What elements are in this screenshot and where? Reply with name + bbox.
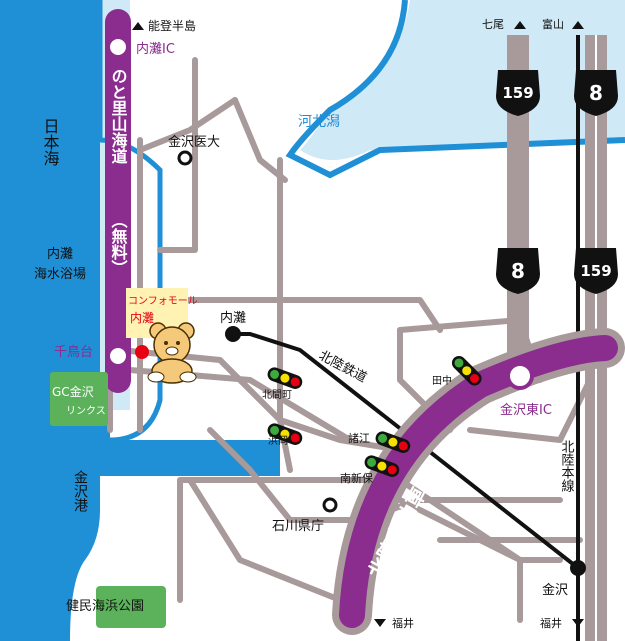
lake-shoreline <box>285 0 625 179</box>
kahokugata-lake <box>130 0 625 160</box>
label-chidoridai: 千鳥台 <box>54 345 93 360</box>
route-8-shield-south: 8 <box>496 248 540 294</box>
label-mall-line2: 内灘 <box>130 311 154 325</box>
kanazawa-med-marker <box>177 150 193 166</box>
golf-course-area <box>50 372 108 426</box>
arrow-down-fukui-1 <box>374 619 386 627</box>
road-med-2 <box>232 97 288 183</box>
label-mall-line1: コンフォモール <box>128 296 198 307</box>
road-south-1 <box>177 477 523 603</box>
label-port: 金沢港 <box>72 470 88 512</box>
arrow-up-toyama <box>572 21 584 29</box>
label-kanazawa-higashi-ic: 金沢東IC <box>500 402 552 418</box>
road-south-3 <box>187 477 343 603</box>
label-beach-line1: 内灘 <box>47 246 73 262</box>
uchinada-ic-marker <box>106 35 130 59</box>
label-beach-line2: 海水浴場 <box>34 267 86 282</box>
label-nanao: 七尾 <box>482 18 504 31</box>
label-uchinada-ic: 内灘IC <box>136 41 175 57</box>
hokuriku-expressway-fill <box>339 335 618 628</box>
hokuriku-railway-line <box>233 332 580 570</box>
traffic-light-tanaka <box>451 355 482 386</box>
kanazawa-higashi-ic-marker <box>506 362 534 390</box>
label-fukui-1: 福井 <box>392 616 414 630</box>
svg-text:159: 159 <box>502 84 533 102</box>
label-prefectural-office: 石川県庁 <box>272 519 324 534</box>
label-tanaka: 田中 <box>432 374 452 387</box>
label-kitamamachi: 北間町 <box>262 389 292 401</box>
label-noto-hanto: 能登半島 <box>148 18 196 33</box>
label-toyama: 富山 <box>542 17 564 31</box>
traffic-light-kitamamachi <box>267 367 303 389</box>
road-med <box>137 97 238 153</box>
traffic-light-minami-shinbo <box>364 455 400 477</box>
route-8-shield-north: 8 <box>574 70 618 116</box>
arrow-up-noto <box>132 22 144 30</box>
label-golf-line1: GC金沢 <box>52 384 94 399</box>
label-park: 健民海浜公園 <box>66 599 144 614</box>
arrow-down-fukui-2 <box>572 619 584 627</box>
road-south-2 <box>207 427 293 523</box>
label-kanazawa-station: 金沢 <box>542 582 568 598</box>
label-muryo: （無料） <box>109 212 128 276</box>
arrow-up-nanao <box>514 21 526 29</box>
label-noto-satoyama-kaido: のと里山海道 <box>109 68 128 164</box>
label-hamaoka: 浜岡 <box>268 435 288 447</box>
route-159-shield-south: 159 <box>574 248 618 294</box>
svg-text:8: 8 <box>511 259 525 283</box>
svg-text:8: 8 <box>589 81 603 105</box>
label-sea: 日本海 <box>41 118 60 166</box>
road-east-west-1 <box>117 297 443 333</box>
label-kanazawa-med: 金沢医大 <box>168 134 220 150</box>
label-hokuriku-line: 北陸本線 <box>559 440 575 492</box>
bear-mascot <box>147 322 197 384</box>
park-area <box>96 586 166 628</box>
label-moroe: 諸江 <box>348 431 370 445</box>
label-kahokugata: 河北潟 <box>298 114 340 130</box>
label-golf-line2: リンクス <box>66 405 106 417</box>
uchinada-station-marker <box>225 326 241 342</box>
traffic-light-hamaoka <box>267 423 303 445</box>
label-fukui-2: 福井 <box>540 616 562 630</box>
svg-text:159: 159 <box>580 262 611 280</box>
label-minami-shinbo: 南新保 <box>340 471 373 485</box>
sea-japan <box>0 0 100 641</box>
prefectural-office-marker <box>322 497 338 513</box>
chidoridai-ic-marker <box>106 344 130 368</box>
label-uchinada-station: 内灘 <box>220 310 246 326</box>
traffic-light-moroe <box>375 431 411 453</box>
mall-marker <box>135 345 149 359</box>
route-159-shield-north: 159 <box>496 70 540 116</box>
